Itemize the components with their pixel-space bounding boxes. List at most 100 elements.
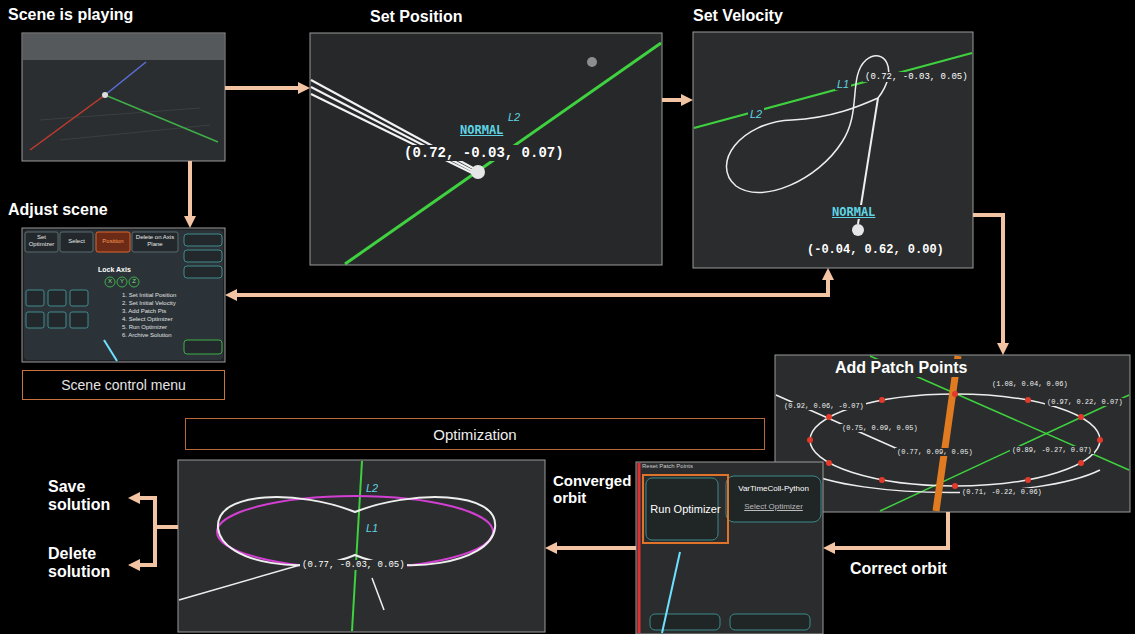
axis-toggle: X	[107, 278, 113, 285]
screenshot-panel: Set VelocityL2L1(0.72, -0.03, 0.05)NORMA…	[693, 32, 973, 268]
point-label: L1	[364, 522, 380, 534]
patch-points-screenshot	[1025, 397, 1031, 403]
menu-screenshot	[117, 277, 127, 287]
converged-orbit-screenshot	[372, 578, 384, 610]
patch-points-screenshot	[800, 470, 1100, 493]
flow-arrow	[835, 512, 948, 548]
menu-button-text: Select	[60, 238, 93, 245]
menu-button-text: Set Optimizer	[25, 234, 58, 247]
outcome-arrows	[140, 498, 178, 565]
patch-points-screenshot	[936, 356, 958, 511]
menu-step: 5. Run Optimizer	[122, 324, 167, 330]
velocity-screenshot	[693, 32, 973, 268]
optimizer-screenshot	[636, 462, 823, 634]
flow-arrow	[225, 86, 298, 90]
coordinate-readout: (0.72, -0.03, 0.07)	[402, 145, 566, 161]
patch-points-screenshot	[952, 483, 958, 489]
menu-screenshot	[26, 290, 44, 306]
menu-screenshot	[184, 234, 222, 246]
coordinate-readout: (0.97, 0.22, 0.07)	[1045, 398, 1125, 406]
menu-button-text: Reset Patch Points	[642, 463, 693, 469]
menu-screenshot	[70, 290, 88, 306]
mode-label: NORMAL	[830, 205, 877, 219]
panel-heading: Set Position	[370, 8, 462, 26]
coordinate-readout: (0.72, -0.03, 0.05)	[863, 72, 970, 82]
outcome-label: Delete solution	[48, 545, 128, 582]
converged-orbit-screenshot	[217, 496, 493, 568]
flow-arrow	[188, 161, 192, 216]
position-screenshot	[587, 57, 597, 67]
position-screenshot	[471, 165, 485, 179]
axis-toggle: Z	[131, 278, 137, 285]
menu-screenshot	[48, 312, 66, 328]
flow-arrow	[973, 215, 1003, 343]
point-label: L2	[506, 111, 522, 123]
patch-points-screenshot	[1097, 437, 1103, 443]
scene-screenshot	[23, 34, 224, 60]
patch-points-screenshot	[775, 355, 1130, 512]
patch-points-screenshot	[952, 391, 958, 397]
scene-screenshot	[40, 108, 200, 120]
scene-screenshot	[102, 92, 108, 98]
panel-heading: Set Velocity	[693, 7, 783, 25]
menu-screenshot	[184, 340, 222, 354]
menu-screenshot	[24, 230, 223, 360]
velocity-screenshot	[693, 32, 973, 268]
screenshot-panel: Scene is playing	[22, 33, 225, 161]
menu-button-text: Delete on Axis Plane	[132, 234, 178, 247]
velocity-screenshot	[694, 53, 972, 128]
point-label: L1	[835, 78, 851, 90]
menu-screenshot	[184, 266, 222, 278]
band-title: Optimization	[433, 426, 516, 443]
converged-orbit-screenshot	[218, 497, 495, 565]
menu-heading: Lock Axis	[98, 266, 131, 273]
menu-step: 3. Add Patch Pts	[122, 308, 166, 314]
menu-screenshot	[104, 340, 117, 361]
flow-arrow	[662, 98, 681, 102]
position-screenshot	[310, 33, 662, 265]
coordinate-readout: (0.92, 0.06, -0.07)	[782, 402, 866, 410]
converged-orbit-screenshot	[178, 460, 545, 632]
menu-step: 6. Archive Solution	[122, 332, 172, 338]
optimizer-screenshot	[638, 463, 641, 633]
screenshot-panel: Run OptimizerReset Patch PointsVarTimeCo…	[636, 462, 823, 634]
converged-orbit-screenshot	[179, 565, 300, 600]
menu-step: 4. Select Optimizer	[122, 316, 173, 322]
converged-orbit-screenshot	[178, 460, 545, 632]
velocity-screenshot	[852, 224, 864, 236]
scene-screenshot	[22, 33, 225, 161]
coordinate-readout: (0.71, -0.22, 0.06)	[960, 488, 1044, 496]
edge-label: Correct orbit	[850, 560, 947, 578]
patch-points-screenshot	[879, 477, 885, 483]
outcome-label: Save solution	[48, 478, 128, 515]
menu-screenshot	[25, 232, 58, 252]
coordinate-readout: (-0.04, 0.62, 0.00)	[805, 243, 946, 257]
patch-points-screenshot	[826, 414, 832, 420]
menu-screenshot	[22, 228, 225, 362]
patch-points-screenshot	[879, 397, 885, 403]
optimizer-screenshot	[650, 614, 720, 630]
button-text: Run Optimizer	[650, 503, 720, 515]
outcome-arrows	[140, 498, 178, 527]
scene-screenshot	[30, 95, 105, 150]
menu-button-text: Position	[96, 238, 130, 245]
menu-screenshot	[132, 232, 178, 252]
screenshot-panel: Adjust sceneSet OptimizerSelectPositionD…	[22, 228, 225, 362]
caption-box: Scene control menu	[22, 370, 225, 400]
coordinate-readout: (0.77, -0.03, 0.05)	[300, 560, 407, 570]
optimizer-screenshot	[730, 614, 810, 630]
point-label: L2	[364, 482, 380, 494]
menu-screenshot	[96, 232, 130, 252]
coordinate-readout: (0.77, 0.09, 0.05)	[895, 448, 975, 456]
position-screenshot	[310, 33, 662, 265]
patch-points-screenshot	[826, 460, 832, 466]
section-band: Optimization	[185, 418, 765, 450]
menu-screenshot	[105, 277, 115, 287]
menu-screenshot	[129, 277, 139, 287]
scene-screenshot	[105, 62, 146, 95]
scene-screenshot	[22, 33, 225, 161]
axis-toggle: Y	[119, 278, 125, 285]
panel-heading: Add Patch Points	[833, 359, 969, 377]
patch-points-screenshot	[1025, 477, 1031, 483]
optimizer-screenshot	[636, 462, 823, 634]
